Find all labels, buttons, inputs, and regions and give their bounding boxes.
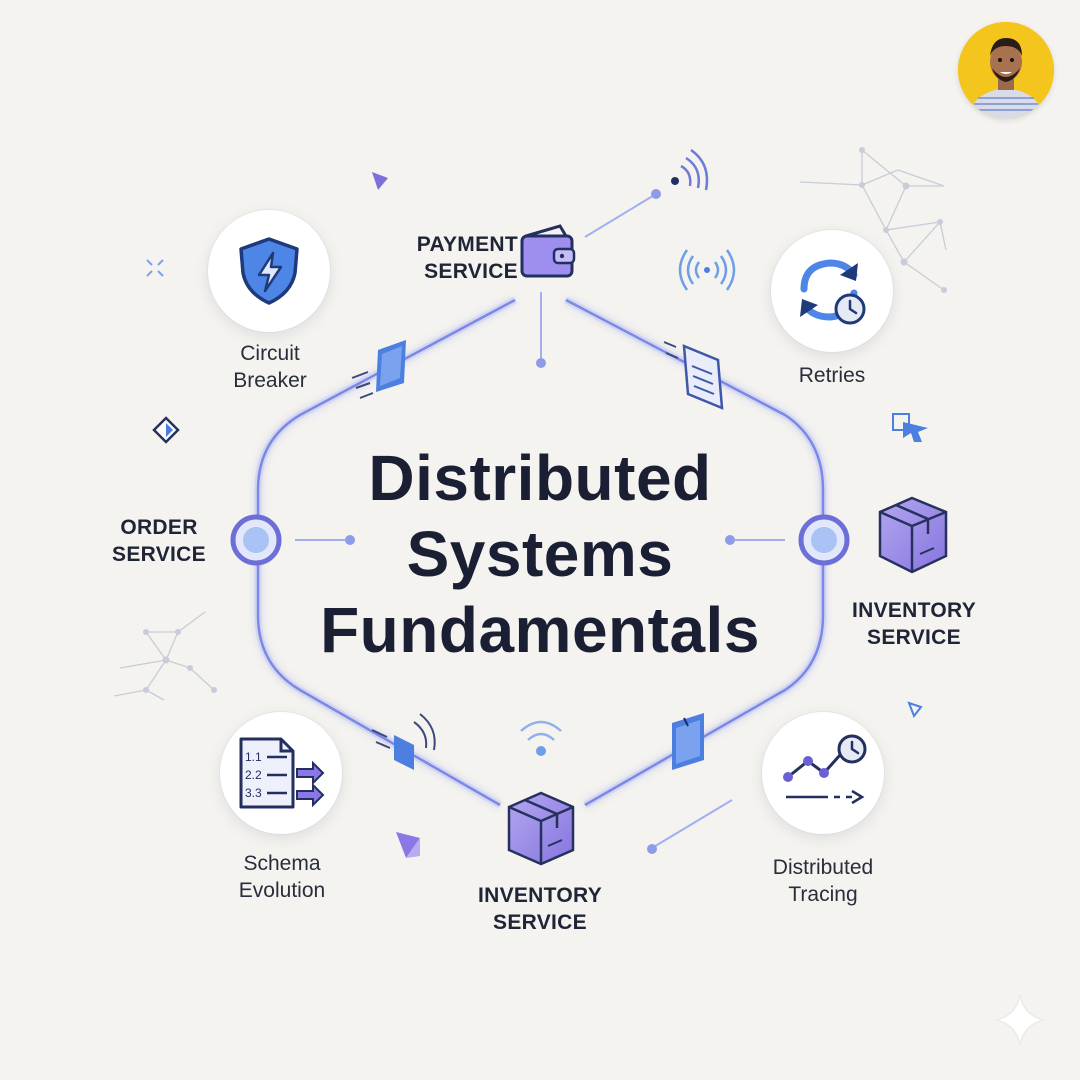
network-decoration-top-right: [799, 149, 947, 291]
inventory-service-label-bottom: INVENTORY SERVICE: [466, 882, 614, 936]
order-service-line-1: ORDER: [120, 516, 198, 539]
network-decoration-left: [113, 611, 215, 701]
trace-graph-icon: [783, 734, 867, 805]
avatar-illustration: [958, 22, 1054, 118]
order-service-line-2: SERVICE: [112, 543, 206, 566]
schema-document-icon: 1.1 2.2 3.3: [239, 737, 325, 809]
packet-icon-top-left: [351, 340, 406, 399]
payment-service-label: PAYMENT SERVICE: [378, 231, 518, 285]
circuit-breaker-label: Circuit Breaker: [180, 340, 360, 394]
distributed-tracing-line-2: Tracing: [788, 883, 858, 906]
inventory-bottom-line-2: SERVICE: [493, 911, 587, 934]
inventory-service-node: [798, 514, 850, 566]
distributed-tracing-label: Distributed Tracing: [733, 854, 913, 908]
title-line-3: Fundamentals: [320, 594, 760, 666]
arrow-decoration-right: [892, 413, 928, 442]
circuit-breaker-line-1: Circuit: [240, 342, 300, 365]
inventory-right-line-2: SERVICE: [867, 626, 961, 649]
sparkle-decoration-corner: [995, 994, 1045, 1046]
inventory-bottom-line-1: INVENTORY: [477, 884, 603, 907]
network-nodes-top-right: [859, 147, 947, 293]
wallet-icon: [520, 224, 576, 278]
doc-line-3: 3.3: [245, 786, 262, 800]
doc-line-1: 1.1: [245, 750, 262, 764]
author-avatar: [958, 22, 1054, 118]
order-service-node: [230, 514, 282, 566]
retry-clock-icon: [800, 259, 866, 325]
box-icon-right: [878, 496, 948, 574]
wifi-icon-bottom: [520, 720, 562, 756]
distributed-tracing-line-1: Distributed: [772, 856, 874, 879]
doc-line-2: 2.2: [245, 768, 262, 782]
distributed-tracing-badge: [762, 712, 884, 834]
diagram-title: Distributed Systems Fundamentals: [270, 440, 810, 668]
spoke-lines: [295, 193, 785, 849]
circuit-breaker-badge: [208, 210, 330, 332]
document-packet-icon-top-right: [663, 341, 724, 410]
broadcast-icon: [678, 249, 736, 291]
retries-line-1: Retries: [798, 364, 866, 387]
title-line-1: Distributed: [368, 442, 712, 514]
triangle-decoration-1: [372, 172, 388, 190]
circuit-breaker-line-2: Breaker: [233, 369, 307, 392]
packet-icon-bottom-left: [371, 713, 436, 770]
triangle-decoration-2: [907, 701, 923, 719]
schema-evolution-badge: 1.1 2.2 3.3: [220, 712, 342, 834]
packet-icon-bottom-right: [672, 713, 704, 770]
inventory-right-line-1: INVENTORY: [851, 599, 977, 622]
sparkle-decoration: [146, 259, 164, 277]
inventory-service-label-right: INVENTORY SERVICE: [840, 597, 988, 651]
spoke-dots: [345, 189, 735, 854]
order-service-label: ORDER SERVICE: [96, 514, 222, 568]
network-nodes-left: [143, 629, 217, 693]
schema-evolution-label: Schema Evolution: [192, 850, 372, 904]
retries-label: Retries: [742, 362, 922, 389]
title-line-2: Systems: [406, 518, 674, 590]
shield-lightning-icon: [239, 237, 299, 305]
schema-evolution-line-1: Schema: [243, 852, 321, 875]
schema-evolution-line-2: Evolution: [238, 879, 326, 902]
payment-service-line-1: PAYMENT: [416, 233, 518, 256]
box-icon-bottom: [507, 791, 575, 866]
retries-badge: [771, 230, 893, 352]
signal-icon-top: [671, 148, 709, 191]
triangle-decoration-3: [396, 832, 420, 858]
payment-service-line-2: SERVICE: [424, 260, 518, 283]
diamond-decoration: [152, 416, 180, 444]
